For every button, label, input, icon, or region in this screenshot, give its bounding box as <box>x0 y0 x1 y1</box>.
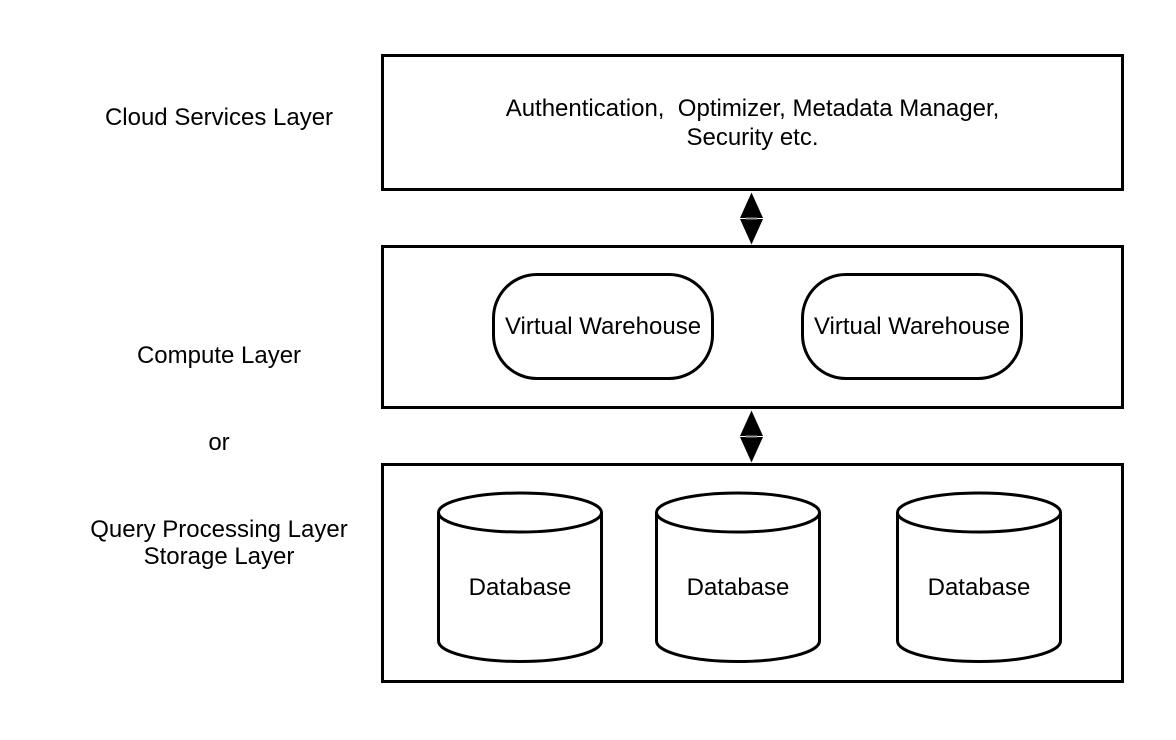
double-arrow-icon <box>739 192 764 245</box>
cloud-services-box-text: Authentication, Optimizer, Metadata Mana… <box>384 57 1121 188</box>
compute-layer-label-line2: or <box>208 429 230 456</box>
compute-layer-box: Virtual Warehouse Virtual Warehouse <box>381 245 1124 409</box>
compute-layer-label-line3: Query Processing Layer <box>90 516 348 543</box>
cloud-services-layer-box: Authentication, Optimizer, Metadata Mana… <box>381 54 1124 191</box>
database-label: Database <box>686 574 790 601</box>
virtual-warehouse-label: Virtual Warehouse <box>813 312 1011 340</box>
cloud-services-box-text-line1: Authentication, Optimizer, Metadata Mana… <box>505 94 1000 122</box>
database-cylinder-shape: Database <box>655 491 821 663</box>
storage-layer-label: Storage Layer <box>143 543 295 570</box>
virtual-warehouse-label: Virtual Warehouse <box>504 312 702 340</box>
database-cylinder-icon <box>896 491 1062 663</box>
virtual-warehouse-shape: Virtual Warehouse <box>492 273 714 380</box>
database-cylinder-icon <box>437 491 603 663</box>
database-label: Database <box>468 574 572 601</box>
cloud-services-box-text-line2: Security etc. <box>686 123 819 151</box>
virtual-warehouse-shape: Virtual Warehouse <box>801 273 1023 380</box>
database-cylinder-icon <box>655 491 821 663</box>
cloud-services-layer-label: Cloud Services Layer <box>104 104 334 131</box>
database-cylinder-shape: Database <box>437 491 603 663</box>
compute-layer-label-line1: Compute Layer <box>136 342 302 369</box>
double-arrow-icon <box>739 410 764 463</box>
database-label: Database <box>927 574 1031 601</box>
storage-layer-box: Database Database Database <box>381 463 1124 683</box>
database-cylinder-shape: Database <box>896 491 1062 663</box>
compute-layer-label: Compute Layer or Query Processing Layer <box>40 283 398 602</box>
